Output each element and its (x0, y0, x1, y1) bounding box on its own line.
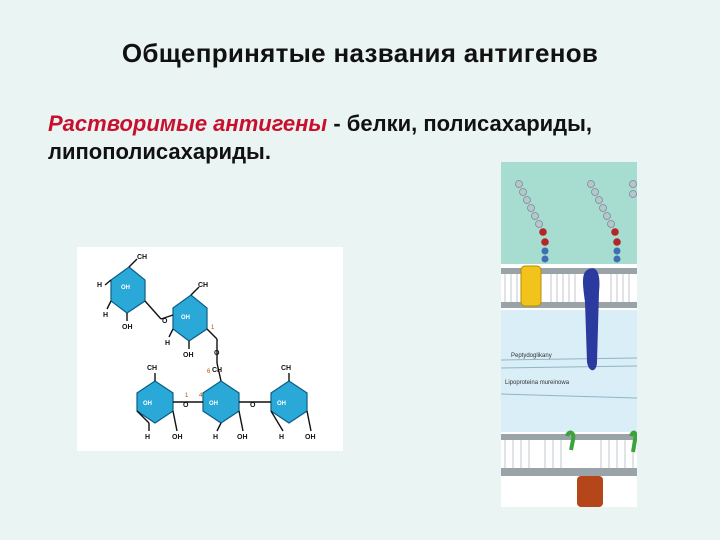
label-ch2oh-2: CH (198, 282, 208, 289)
green-lipid-right (629, 430, 637, 453)
label-oh-3: OH (172, 434, 183, 441)
label-oh-2: OH (183, 352, 194, 359)
outer-membrane (501, 268, 637, 308)
label-ch2: CH (212, 367, 222, 374)
label-oh-5: OH (305, 434, 316, 441)
slide-body-text: Растворимые антигены - белки, полисахари… (48, 110, 688, 166)
polysaccharide-figure: CH CH CH CH CH O O O O H H OH H OH H OH … (77, 247, 343, 451)
ring-label-oh-e: OH (277, 401, 286, 407)
label-h-3: H (165, 340, 170, 347)
sugar-ring-middle (172, 294, 208, 342)
position-6: 6 (207, 369, 211, 375)
ring-label-oh-a: OH (121, 285, 130, 291)
ring-label-oh-b: OH (181, 315, 190, 321)
navy-protein (583, 268, 600, 371)
label-h-5: H (213, 434, 218, 441)
periplasm-zone (501, 310, 637, 432)
label-oh-1: OH (122, 324, 133, 331)
line1-rest: белки, полисахариды, (346, 111, 593, 136)
term-soluble-antigens: Растворимые антигены (48, 111, 328, 136)
label-ch2oh-1: CH (137, 254, 147, 261)
label-h-6: H (279, 434, 284, 441)
slide-title: Общепринятые названия антигенов (121, 38, 599, 68)
position-1: 1 (211, 325, 215, 331)
core-blue-beads (541, 247, 621, 263)
green-lipid-left (565, 430, 576, 451)
label-o-2: O (214, 350, 220, 357)
label-peptidoglycan: Peptydoglikany (511, 353, 552, 359)
label-h-4: H (145, 434, 150, 441)
label-h-1: H (97, 282, 102, 289)
outer-membrane-tails (504, 274, 630, 302)
label-lipoprotein: Lipoproteina mureinowa (505, 380, 570, 386)
cell-wall-diagram: Peptydoglikany Lipoproteina mureinowa (501, 162, 637, 507)
separator: - (327, 111, 347, 136)
label-oh-4: OH (237, 434, 248, 441)
inner-membrane (501, 434, 637, 474)
extracellular-zone (501, 162, 637, 264)
polysaccharide-diagram: CH CH CH CH CH O O O O H H OH H OH H OH … (97, 254, 316, 441)
position-4: 4 (199, 393, 203, 399)
label-o-3: O (183, 402, 189, 409)
label-ch2oh-3: CH (147, 365, 157, 372)
label-h-2: H (103, 312, 108, 319)
core-red-beads (539, 228, 621, 246)
label-o-4: O (250, 402, 256, 409)
yellow-protein (520, 265, 542, 307)
position-1b: 1 (185, 393, 189, 399)
ring-label-oh-d: OH (209, 401, 218, 407)
cell-wall-figure: Peptydoglikany Lipoproteina mureinowa (501, 162, 637, 507)
line2: липополисахариды. (48, 139, 271, 164)
o-antigen-chains (515, 180, 637, 228)
inner-membrane-tails (504, 440, 634, 468)
ring-label-oh-c: OH (143, 401, 152, 407)
label-ch2oh-4: CH (281, 365, 291, 372)
peptidoglycan-lines (501, 357, 637, 399)
orange-protein (577, 476, 603, 507)
label-o-1: O (162, 318, 168, 325)
